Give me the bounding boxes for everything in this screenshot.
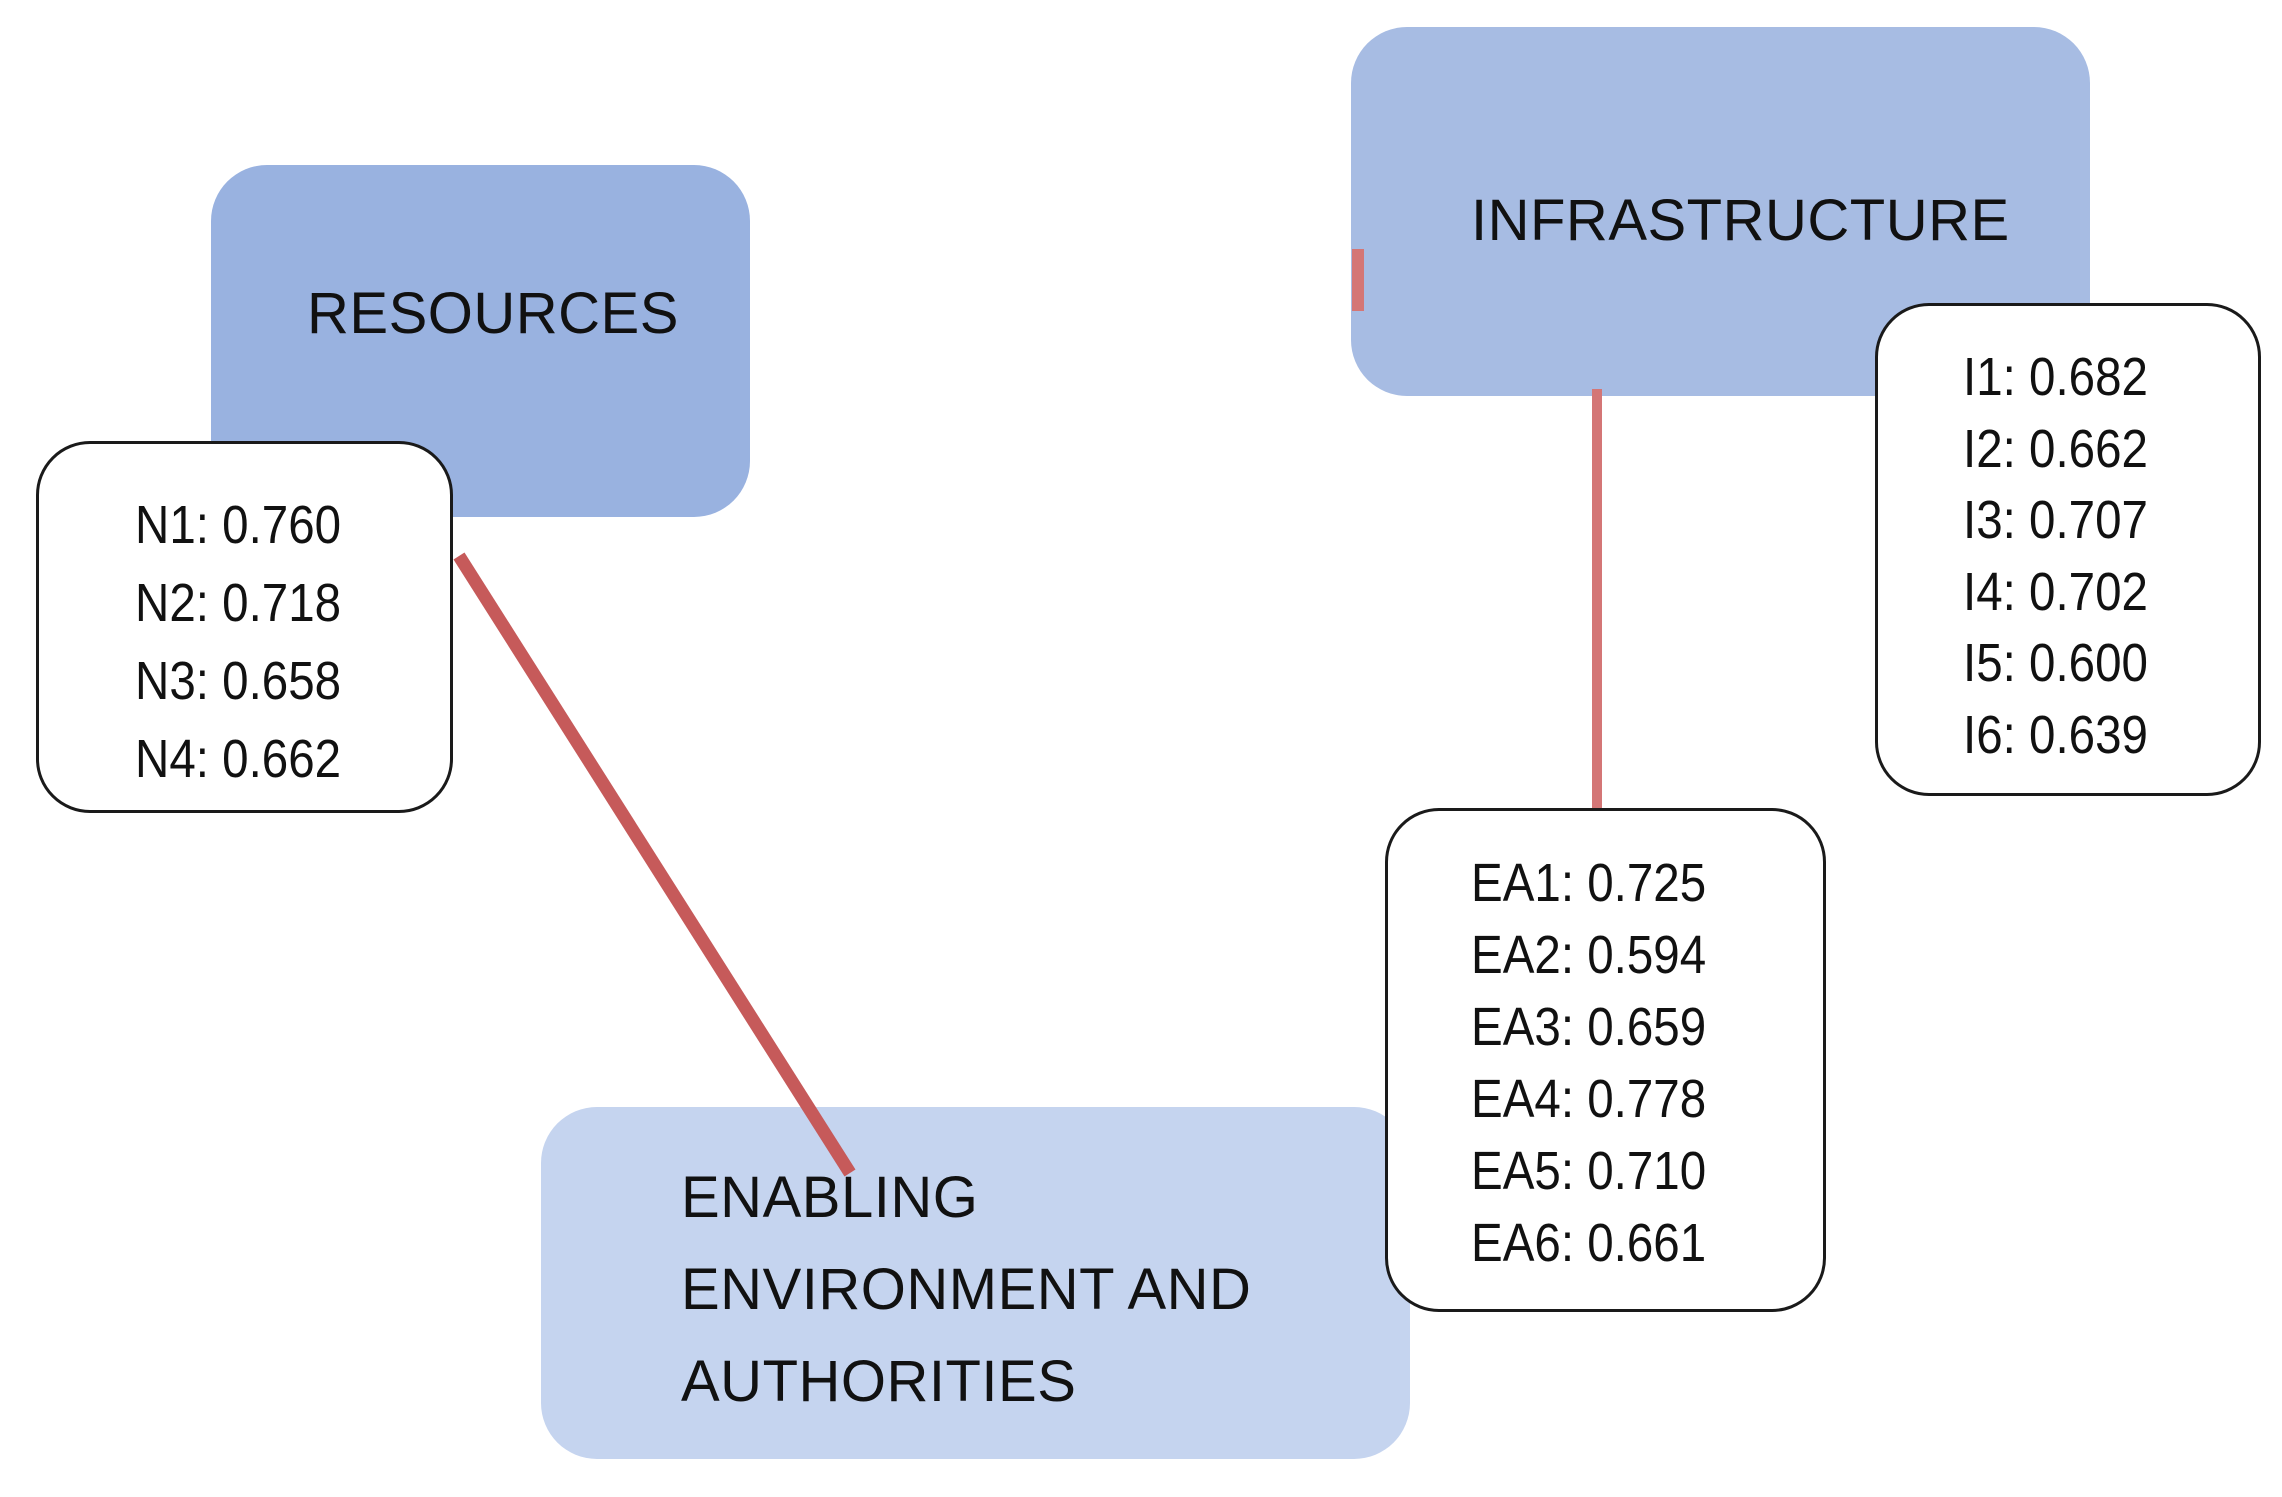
enabling-environment-label: ENABLING ENVIRONMENT AND AUTHORITIES <box>681 1165 1252 1414</box>
indicator-loading: N1: 0.760 <box>135 495 342 555</box>
indicator-loading: I1: 0.682 <box>1963 347 2148 407</box>
indicator-loading: N3: 0.658 <box>135 651 342 711</box>
indicator-loading: EA4: 0.778 <box>1471 1069 1707 1129</box>
indicator-loading: N4: 0.662 <box>135 729 342 789</box>
indicator-loading: EA2: 0.594 <box>1471 925 1707 985</box>
resources-indicator-box: N1: 0.760 N2: 0.718 N3: 0.658 N4: 0.662 <box>36 441 453 813</box>
indicator-loading: N2: 0.718 <box>135 573 342 633</box>
infrastructure-indicator-list: I1: 0.682 I2: 0.662 I3: 0.707 I4: 0.702 … <box>1963 342 2173 771</box>
enabling-environment-indicator-list: EA1: 0.725 EA2: 0.594 EA3: 0.659 EA4: 0.… <box>1471 847 1738 1279</box>
indicator-loading: EA6: 0.661 <box>1471 1213 1707 1273</box>
indicator-loading: EA5: 0.710 <box>1471 1141 1707 1201</box>
resources-indicator-list: N1: 0.760 N2: 0.718 N3: 0.658 N4: 0.662 <box>135 486 369 798</box>
infrastructure-indicator-box: I1: 0.682 I2: 0.662 I3: 0.707 I4: 0.702 … <box>1875 303 2261 796</box>
resources-label: RESOURCES <box>307 281 679 346</box>
indicator-loading: I4: 0.702 <box>1963 561 2148 622</box>
indicator-loading: I2: 0.662 <box>1963 418 2148 479</box>
indicator-loading: EA3: 0.659 <box>1471 997 1707 1057</box>
connector-resources-to-enabling <box>453 552 856 1177</box>
enabling-environment-indicator-box: EA1: 0.725 EA2: 0.594 EA3: 0.659 EA4: 0.… <box>1385 808 1826 1312</box>
indicator-loading: I6: 0.639 <box>1963 704 2148 765</box>
indicator-loading: EA1: 0.725 <box>1471 853 1707 913</box>
indicator-loading: I3: 0.707 <box>1963 490 2148 550</box>
enabling-environment-construct: ENABLING ENVIRONMENT AND AUTHORITIES <box>541 1107 1410 1459</box>
indicator-loading: I5: 0.600 <box>1963 633 2148 693</box>
infrastructure-label: INFRASTRUCTURE <box>1471 188 2010 253</box>
